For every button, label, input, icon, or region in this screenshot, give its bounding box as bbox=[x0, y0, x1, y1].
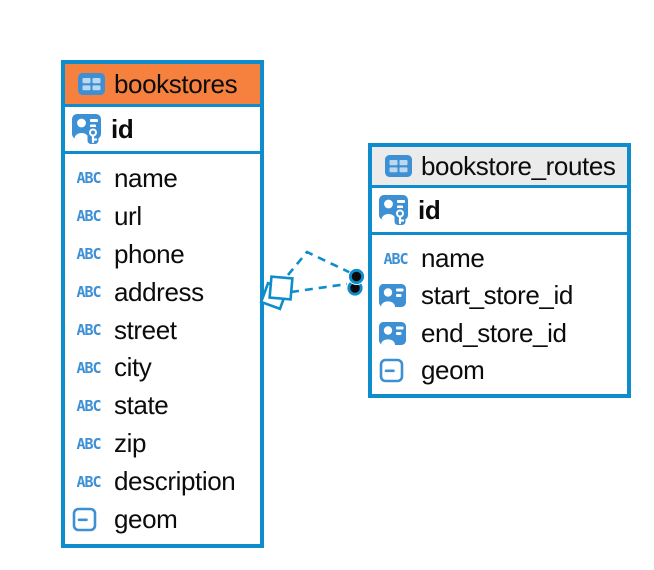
text-type-icon: ABC bbox=[76, 434, 101, 453]
column-row[interactable]: ABC city bbox=[65, 352, 260, 383]
text-type-icon: ABC bbox=[76, 245, 101, 264]
column-row[interactable]: end_store_id bbox=[372, 318, 627, 349]
column-name: description bbox=[114, 466, 236, 497]
column-name: city bbox=[114, 352, 152, 383]
text-type-icon: ABC bbox=[76, 283, 101, 302]
column-name: zip bbox=[114, 428, 147, 459]
text-type-icon: ABC bbox=[76, 169, 101, 188]
column-row[interactable]: start_store_id bbox=[372, 280, 627, 311]
table-icon bbox=[78, 73, 105, 95]
column-name: street bbox=[114, 314, 177, 345]
column-name: name bbox=[114, 162, 178, 193]
table-icon bbox=[385, 155, 412, 177]
table-bookstore-routes-header[interactable]: bookstore_routes bbox=[372, 147, 627, 188]
text-type-icon: ABC bbox=[76, 472, 101, 491]
column-name: geom bbox=[421, 354, 485, 385]
column-row[interactable]: geom bbox=[65, 504, 260, 535]
text-type-icon: ABC bbox=[76, 207, 101, 226]
table-bookstores[interactable]: bookstores id ABC name ABC url bbox=[61, 60, 264, 548]
column-list: ABC name start_store_id bbox=[372, 235, 627, 394]
text-type-icon: ABC bbox=[76, 396, 101, 415]
column-row-id[interactable]: id bbox=[372, 188, 627, 235]
column-name: start_store_id bbox=[421, 280, 573, 311]
column-row[interactable]: ABC address bbox=[65, 277, 260, 308]
column-row[interactable]: ABC phone bbox=[65, 239, 260, 270]
text-type-icon: ABC bbox=[383, 249, 408, 268]
relationship-line-upper bbox=[286, 250, 352, 276]
text-type-icon: ABC bbox=[76, 321, 101, 340]
foreign-key-icon bbox=[379, 321, 406, 345]
text-type-icon: ABC bbox=[76, 358, 101, 377]
relationship-line-lower bbox=[290, 282, 348, 294]
many-end-diamond-pair bbox=[259, 275, 294, 311]
table-name: bookstore_routes bbox=[421, 150, 616, 181]
one-end-dot-pair bbox=[346, 268, 365, 297]
column-name: name bbox=[421, 243, 485, 274]
column-row[interactable]: ABC street bbox=[65, 315, 260, 346]
table-bookstores-header[interactable]: bookstores bbox=[65, 64, 260, 107]
column-row[interactable]: ABC state bbox=[65, 390, 260, 421]
column-row[interactable]: ABC description bbox=[65, 466, 260, 497]
foreign-key-icon bbox=[379, 284, 406, 308]
table-bookstore-routes[interactable]: bookstore_routes id ABC name bbox=[368, 143, 631, 398]
geometry-type-icon bbox=[379, 358, 404, 383]
column-name: end_store_id bbox=[421, 317, 567, 348]
column-row[interactable]: ABC name bbox=[372, 243, 627, 274]
column-row[interactable]: geom bbox=[372, 355, 627, 386]
column-name: id bbox=[418, 194, 441, 225]
column-name: id bbox=[111, 113, 134, 144]
column-list: ABC name ABC url ABC phone ABC address A… bbox=[65, 154, 260, 544]
column-name: phone bbox=[114, 238, 185, 269]
column-row-id[interactable]: id bbox=[65, 107, 260, 154]
column-name: state bbox=[114, 390, 169, 421]
column-name: address bbox=[114, 276, 204, 307]
geometry-type-icon bbox=[72, 507, 97, 532]
primary-key-icon bbox=[72, 114, 101, 144]
table-name: bookstores bbox=[114, 68, 238, 99]
primary-key-icon bbox=[379, 195, 408, 225]
column-name: geom bbox=[114, 504, 178, 535]
column-row[interactable]: ABC zip bbox=[65, 428, 260, 459]
column-row[interactable]: ABC url bbox=[65, 201, 260, 232]
column-name: url bbox=[114, 200, 142, 231]
column-row[interactable]: ABC name bbox=[65, 163, 260, 194]
